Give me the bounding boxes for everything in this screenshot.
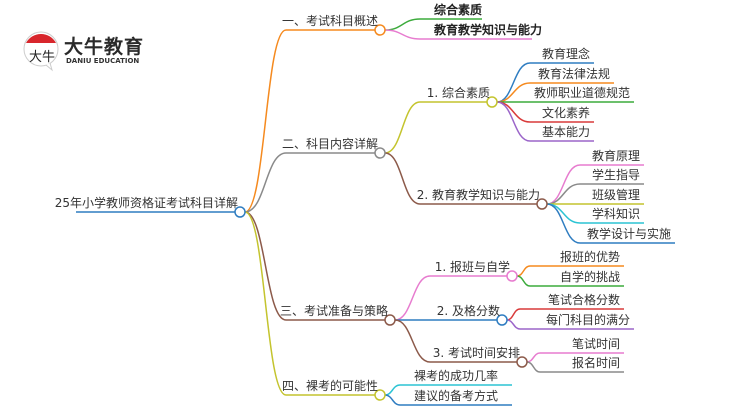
expand-toggle [374,147,386,159]
child-node[interactable]: 1. 报班与自学 [434,260,510,274]
leaf-connector [546,203,581,244]
leaf-connector [496,101,531,123]
child-connector [384,29,421,40]
child-node[interactable]: 建议的备考方式 [414,389,499,403]
child-node[interactable]: 教育教学知识与能力 [434,23,543,37]
leaf-node[interactable]: 笔试时间 [571,337,620,351]
expand-toggle [496,314,508,326]
expand-toggle [506,270,518,282]
leaf-node[interactable]: 教学设计与实施 [586,227,671,241]
leaf-connector [546,203,581,224]
child-connector [384,101,421,154]
leaf-node[interactable]: 自学的挑战 [559,270,620,284]
child-connector [384,394,401,406]
leaf-node[interactable]: 笔试合格分数 [547,293,620,307]
svg-text:大牛: 大牛 [29,50,55,65]
branch-connector [244,152,287,213]
root-node[interactable]: 25年小学教师资格证考试科目详解 [54,196,238,210]
child-node[interactable]: 综合素质 [434,3,483,17]
leaf-node[interactable]: 教育原理 [591,149,640,163]
leaf-node[interactable]: 每门科目的满分 [545,313,630,327]
leaf-node[interactable]: 教育理念 [541,47,590,61]
child-node[interactable]: 3. 考试时间安排 [432,346,520,360]
leaf-connector [506,319,521,330]
expand-toggle [384,314,396,326]
branch-connector [244,211,287,321]
logo-name: 大牛教育 [64,36,145,58]
leaf-connector [526,352,541,363]
child-connector [384,18,421,31]
leaf-node[interactable]: 基本能力 [541,125,590,139]
child-connector [394,319,431,363]
branch-node[interactable]: 一、考试科目概述 [281,14,378,28]
leaf-connector [496,101,531,142]
leaf-node[interactable]: 教育法律法规 [537,67,610,81]
branch-connector [244,211,287,396]
child-node[interactable]: 2. 教育教学知识与能力 [416,188,540,202]
child-node[interactable]: 裸考的成功几率 [414,369,499,383]
leaf-node[interactable]: 教师职业道德规范 [533,86,630,100]
expand-toggle [374,389,386,401]
leaf-connector [496,62,531,103]
leaf-node[interactable]: 学科知识 [591,207,640,221]
expand-toggle [516,356,528,368]
leaf-connector [516,275,531,287]
branch-node[interactable]: 三、考试准备与策略 [279,304,388,318]
expand-toggle [374,24,386,36]
leaf-connector [546,183,581,205]
child-node[interactable]: 2. 及格分数 [436,304,500,318]
expand-toggle [536,198,548,210]
branch-connector [244,29,287,213]
leaf-node[interactable]: 报班的优势 [559,250,620,264]
leaf-connector [506,308,521,321]
child-connector [384,152,421,205]
root-toggle [234,206,246,218]
logo-subtitle: DANIU EDUCATION [66,57,140,65]
branch-node[interactable]: 二、科目内容详解 [281,137,378,151]
child-node[interactable]: 1. 综合素质 [426,86,490,100]
leaf-connector [526,361,541,373]
child-connector [384,384,401,396]
leaf-node[interactable]: 学生指导 [591,168,640,182]
logo: 大牛 大牛教育 DANIU EDUCATION [22,28,162,72]
leaf-connector [496,82,531,103]
branch-node[interactable]: 四、裸考的可能性 [281,379,378,393]
leaf-connector [516,265,531,277]
leaf-node[interactable]: 班级管理 [591,188,640,202]
logo-mark-icon: 大牛 [23,31,59,72]
leaf-node[interactable]: 报名时间 [571,356,620,370]
child-connector [394,275,431,321]
expand-toggle [486,96,498,108]
leaf-node[interactable]: 文化素养 [541,106,590,120]
